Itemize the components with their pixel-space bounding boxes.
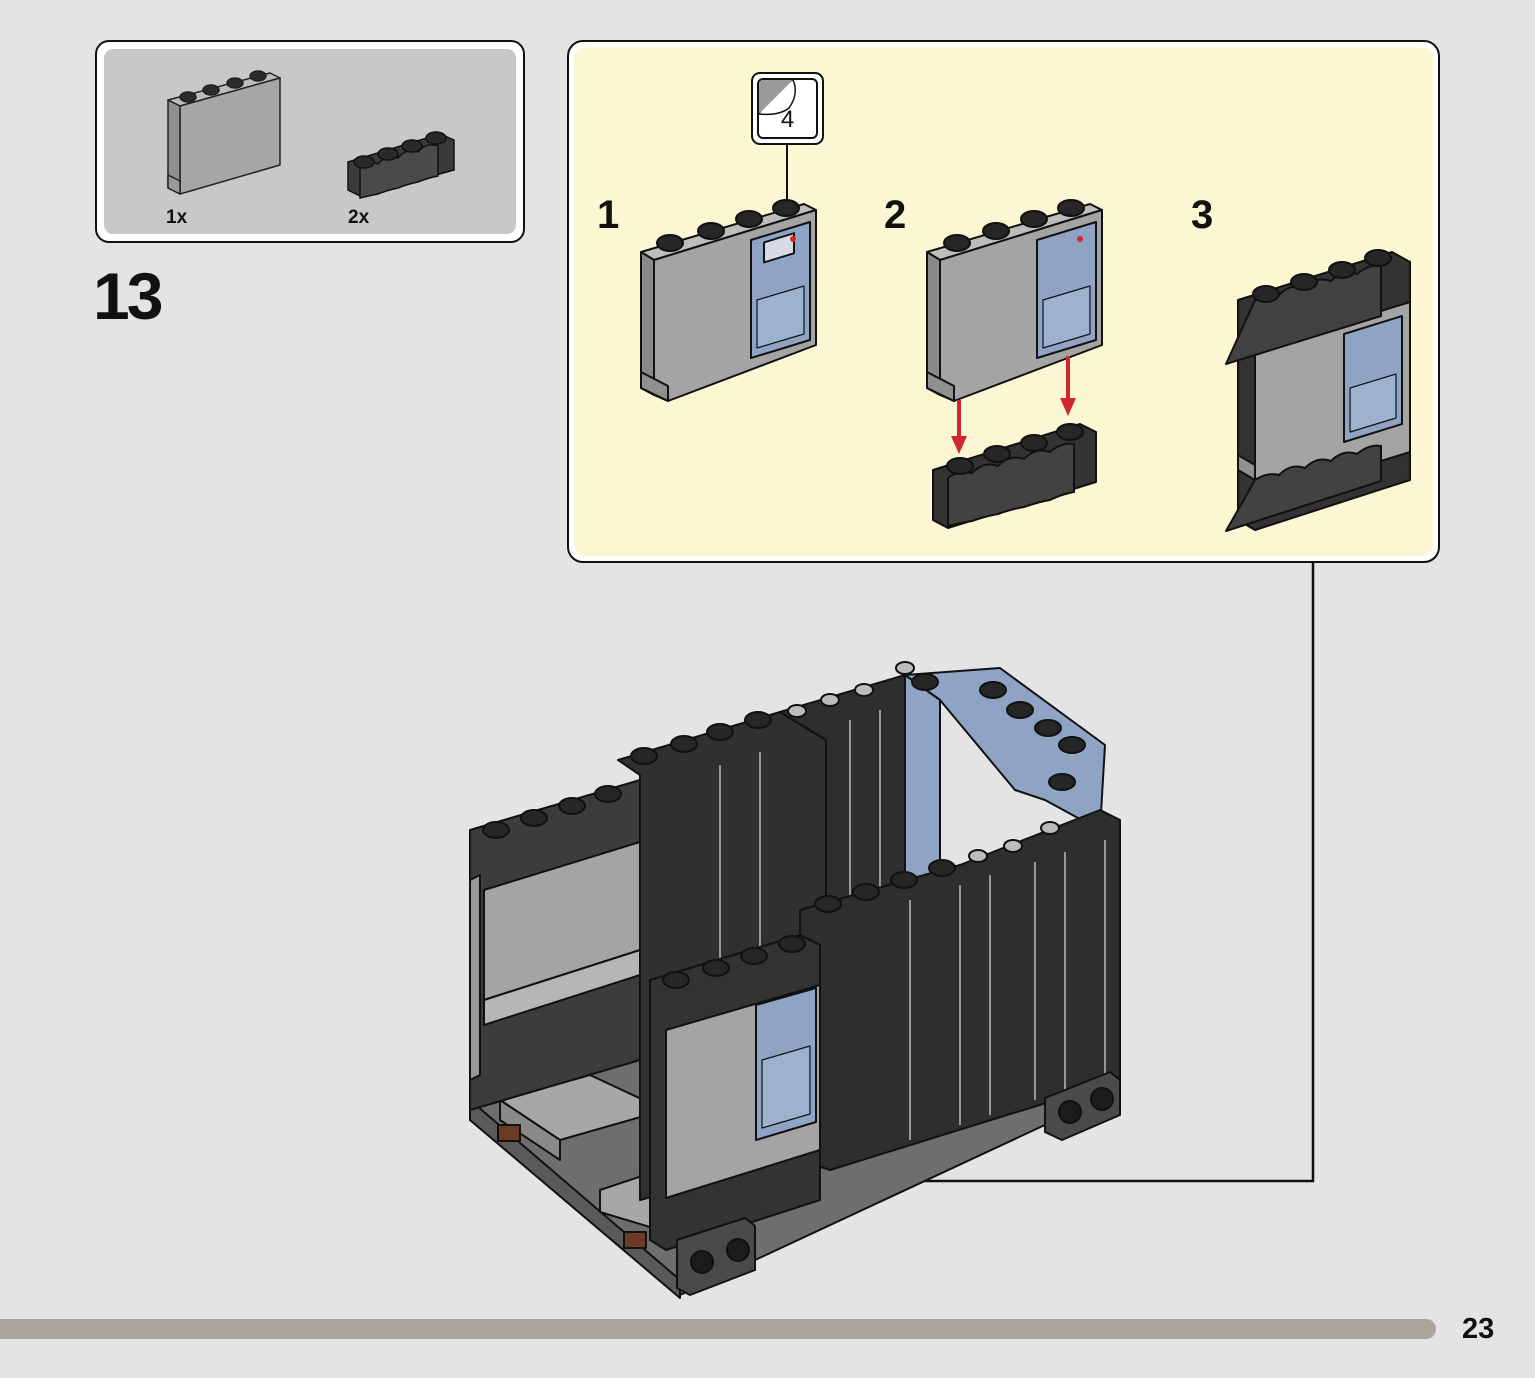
part-quantity-1: 1x <box>166 207 188 228</box>
main-model-illustration <box>469 661 1121 1299</box>
callout-connector-line <box>820 563 1315 1183</box>
round-brick-part-icon <box>347 131 455 199</box>
sub-step-3-number: 3 <box>1191 193 1214 237</box>
sub-step-2-number: 2 <box>884 193 907 237</box>
step-number: 13 <box>93 259 163 333</box>
sticker-peel-icon <box>759 80 796 116</box>
sub-step-1-number: 1 <box>597 193 620 237</box>
sub-step-2-panel <box>926 199 1103 402</box>
sub-step-1-panel <box>640 199 817 402</box>
page-number: 23 <box>1462 1313 1495 1345</box>
sub-step-2-round-brick <box>932 423 1097 529</box>
part-quantity-2: 2x <box>348 207 370 228</box>
sub-step-3-assembly <box>1225 249 1411 532</box>
sticker-callout: 4 <box>751 72 824 145</box>
panel-part-icon <box>167 70 281 195</box>
sticker-number: 4 <box>780 106 795 133</box>
footer-bar <box>0 1319 1436 1339</box>
sticker-sheet-icon: 4 <box>757 78 818 139</box>
red-arrow-icon <box>951 356 1076 454</box>
